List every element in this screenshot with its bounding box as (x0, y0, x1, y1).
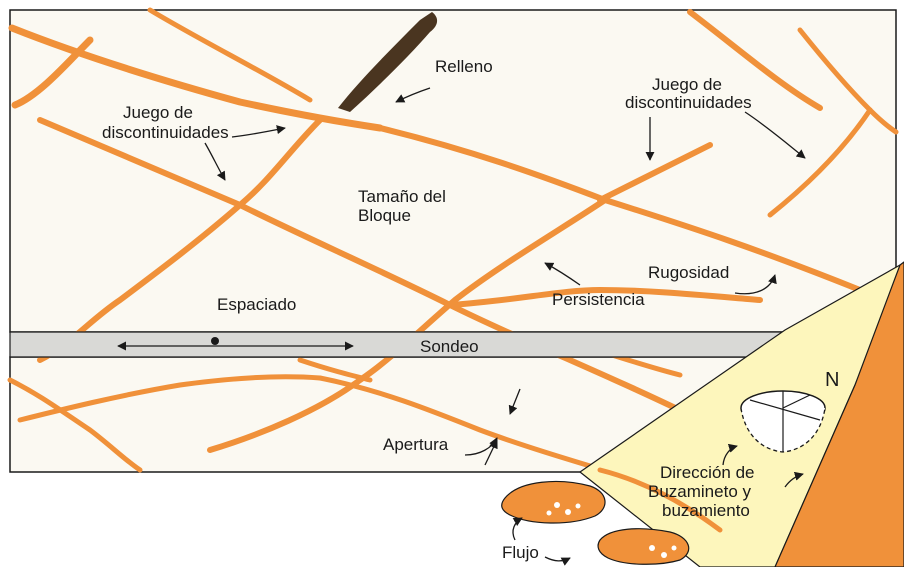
label-dip-line1: Dirección de (660, 463, 755, 482)
relleno-infill (338, 12, 438, 112)
label-espaciado: Espaciado (217, 295, 296, 314)
label-sondeo: Sondeo (420, 337, 479, 356)
label-persistencia: Persistencia (552, 290, 645, 309)
label-juego-right-line1: Juego de (652, 75, 722, 94)
sondeo-borehole (9, 331, 787, 358)
label-tamano-line2: Bloque (358, 206, 411, 225)
annotation-arrows (117, 87, 806, 566)
slope-edge-vein (597, 467, 723, 533)
label-dip-line3: buzamiento (662, 501, 750, 520)
label-north: N (825, 369, 839, 391)
label-rugosidad: Rugosidad (648, 263, 729, 282)
label-flujo: Flujo (502, 543, 539, 562)
stereonet-icon (740, 390, 826, 453)
label-juego-right-line2: discontinuidades (625, 93, 752, 112)
label-tamano-line1: Tamaño del (358, 187, 446, 206)
label-apertura: Apertura (383, 435, 449, 454)
label-relleno: Relleno (435, 57, 493, 76)
label-juego-left-line2: discontinuidades (102, 123, 229, 142)
label-juego-left-line1: Juego de (123, 103, 193, 122)
flujo-blobs (501, 480, 690, 565)
labels: Relleno Juego de discontinuidades Juego … (102, 57, 839, 562)
slope-side (774, 261, 904, 567)
label-dip-line2: Buzamineto y (648, 482, 751, 501)
